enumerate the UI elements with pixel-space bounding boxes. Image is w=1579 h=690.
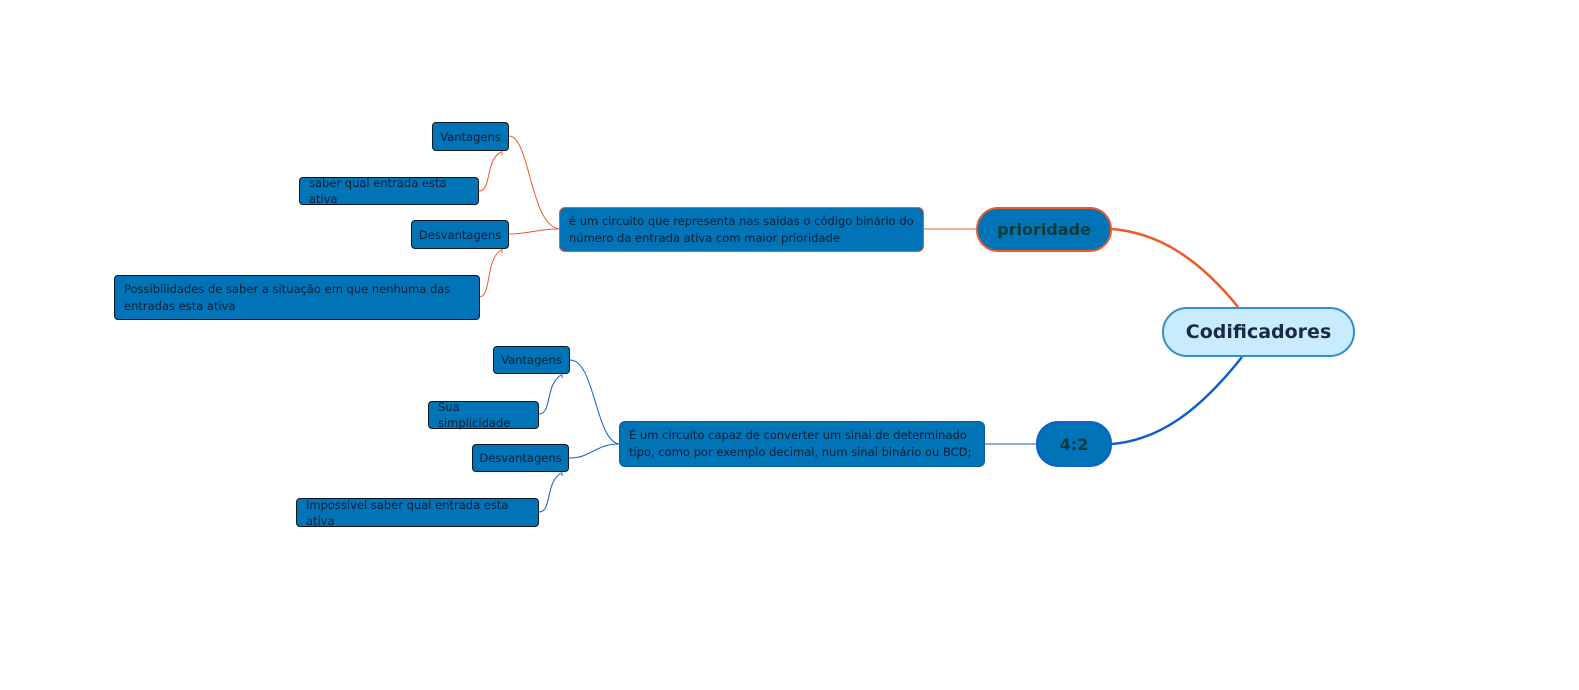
link-42-desvantagens	[568, 443, 620, 459]
node-label: Impossível saber qual entrada esta ativa	[306, 497, 509, 528]
node-label: Sua simplicidade	[438, 400, 511, 430]
link-prio-vantagens	[508, 135, 560, 230]
node-4-2-desvantagens-detail[interactable]: Impossível saber qual entrada esta ativa	[296, 497, 539, 528]
node-label: Possibilidades de saber a situação em qu…	[124, 281, 451, 313]
link-root-prioridade	[1111, 227, 1239, 308]
description-text: é um circuito que representa nas saídas …	[569, 213, 914, 245]
node-label: Desvantagens	[418, 227, 502, 242]
node-label: Desvantagens	[479, 451, 562, 465]
node-prioridade-desvantagens-detail[interactable]: Possibilidades de saber a situação em qu…	[114, 275, 480, 320]
link-root-42	[1111, 356, 1243, 446]
node-label: Vantagens	[501, 353, 562, 367]
description-node-4-2[interactable]: É um circuito capaz de converter um sina…	[619, 421, 985, 467]
link-42-desvantagens-detail	[538, 472, 562, 513]
node-label: Vantagens	[440, 129, 501, 144]
branch-node-prioridade[interactable]: prioridade	[976, 207, 1112, 252]
node-prioridade-vantagens-detail[interactable]: saber qual entrada esta ativa	[299, 176, 479, 206]
link-42-vantagens	[569, 359, 620, 445]
branch-node-4-2[interactable]: 4:2	[1036, 421, 1112, 467]
node-label: saber qual entrada esta ativa	[309, 176, 447, 206]
link-prio-desvantagens-detail	[478, 249, 502, 298]
description-text: É um circuito capaz de converter um sina…	[629, 428, 972, 459]
node-prioridade-vantagens[interactable]: Vantagens	[432, 122, 509, 151]
link-prio-vantagens-detail	[478, 151, 502, 192]
link-prio-desvantagens	[508, 228, 560, 235]
node-4-2-vantagens-detail[interactable]: Sua simplicidade	[428, 400, 539, 430]
node-4-2-vantagens[interactable]: Vantagens	[493, 346, 570, 374]
description-node-prioridade[interactable]: é um circuito que representa nas saídas …	[559, 207, 924, 252]
node-4-2-desvantagens[interactable]: Desvantagens	[472, 444, 569, 472]
link-42-vantagens-detail	[538, 374, 562, 415]
root-node[interactable]: Codificadores	[1162, 307, 1355, 357]
node-prioridade-desvantagens[interactable]: Desvantagens	[411, 220, 509, 249]
